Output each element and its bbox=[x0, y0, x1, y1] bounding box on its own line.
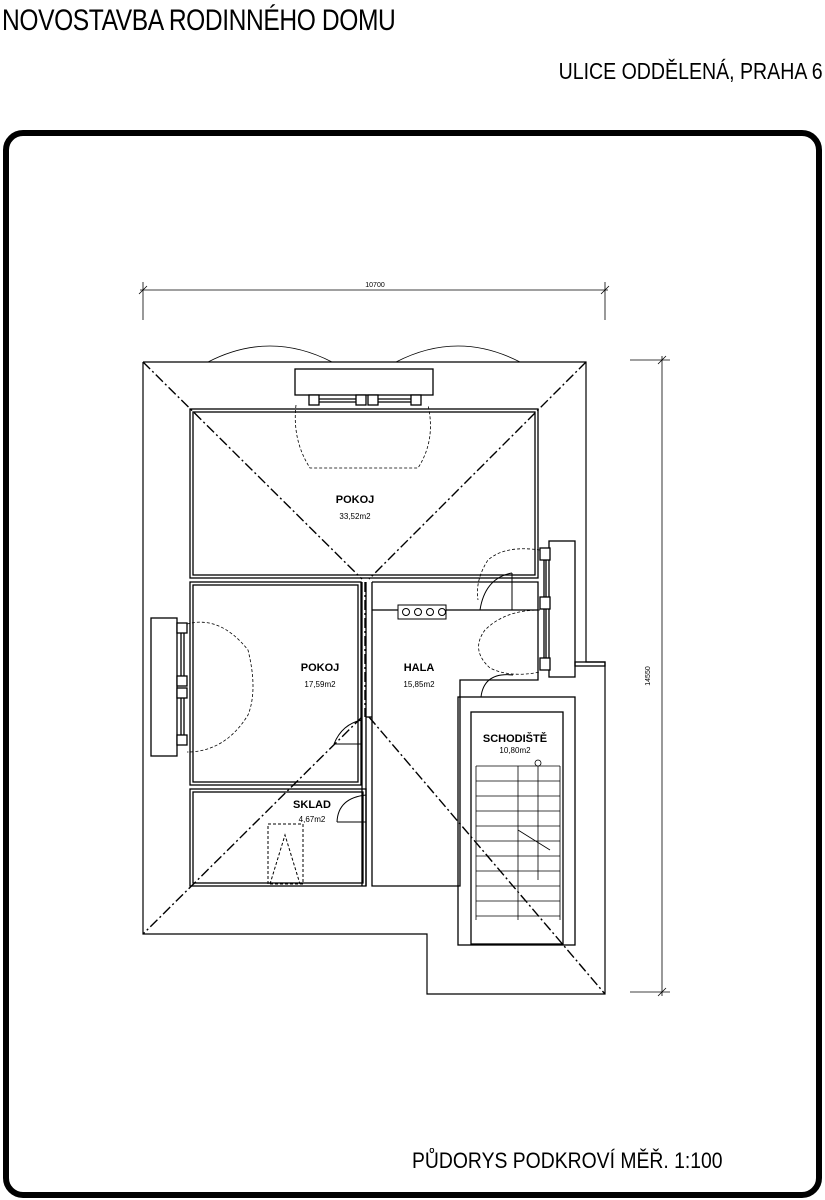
room-name: SCHODIŠTĚ bbox=[483, 732, 547, 745]
dormer-right bbox=[539, 540, 576, 678]
drawing-frame bbox=[3, 130, 822, 1198]
roof-outline bbox=[142, 361, 606, 995]
width-dimension bbox=[138, 282, 610, 320]
roof-hip-lines bbox=[142, 361, 606, 995]
chimney-flues bbox=[397, 604, 447, 620]
stair-extension bbox=[574, 661, 606, 667]
skylight-arcs bbox=[207, 345, 521, 363]
drawing-caption: PŮDORYS PODKROVÍ MĚŘ. 1:100 bbox=[412, 1148, 723, 1173]
doors bbox=[267, 572, 514, 885]
window-swings bbox=[186, 404, 541, 753]
drawing-address: ULICE ODDĚLENÁ, PRAHA 6 bbox=[558, 58, 823, 84]
drawing-title: NOVOSTAVBA RODINNÉHO DOMU bbox=[2, 4, 396, 37]
width-dimension-label: 10700 bbox=[365, 282, 385, 289]
walls bbox=[189, 408, 576, 946]
room-labels: POKOJ 33,52m2 POKOJ 17,59m2 HALA 15,85m2… bbox=[293, 494, 547, 824]
staircase bbox=[475, 759, 561, 920]
room-area: 4,67m2 bbox=[299, 815, 326, 824]
room-area: 15,85m2 bbox=[403, 680, 435, 689]
room-area: 17,59m2 bbox=[304, 680, 336, 689]
room-name: SKLAD bbox=[293, 799, 331, 811]
room-name: HALA bbox=[404, 662, 435, 674]
depth-dimension-label: 14550 bbox=[645, 666, 652, 686]
room-area: 33,52m2 bbox=[339, 512, 371, 521]
dormer-left bbox=[150, 617, 188, 757]
depth-dimension bbox=[630, 355, 670, 997]
room-name: POKOJ bbox=[336, 494, 375, 506]
room-name: POKOJ bbox=[301, 662, 340, 674]
dormer-top bbox=[294, 368, 434, 406]
room-area: 10,80m2 bbox=[499, 746, 531, 755]
